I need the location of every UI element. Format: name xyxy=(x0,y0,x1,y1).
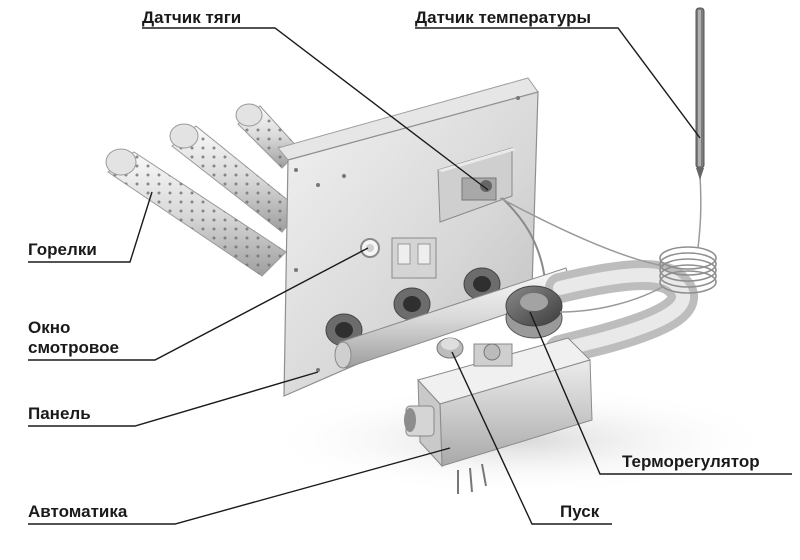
capillary-tube xyxy=(499,175,717,313)
nozzle-block xyxy=(391,237,437,279)
label-automation: Автоматика xyxy=(28,502,128,521)
label-thermoregulator: Терморегулятор xyxy=(622,452,760,471)
sight-window xyxy=(360,238,380,258)
label-start: Пуск xyxy=(560,502,600,521)
burner-tubes xyxy=(105,103,301,277)
thermoregulator-knob xyxy=(505,285,563,339)
label-panel: Панель xyxy=(28,404,91,423)
label-draft-sensor: Датчик тяги xyxy=(142,8,242,27)
label-burners: Горелки xyxy=(28,240,97,259)
start-button-shape xyxy=(436,337,464,359)
label-sight-window-line1: Окно xyxy=(28,318,71,337)
temperature-probe xyxy=(695,7,705,180)
label-temperature-sensor: Датчик температуры xyxy=(415,8,592,27)
label-sight-window-line2: смотровое xyxy=(28,338,119,357)
gas-valve-body xyxy=(404,337,593,494)
leader-lines xyxy=(28,27,792,525)
